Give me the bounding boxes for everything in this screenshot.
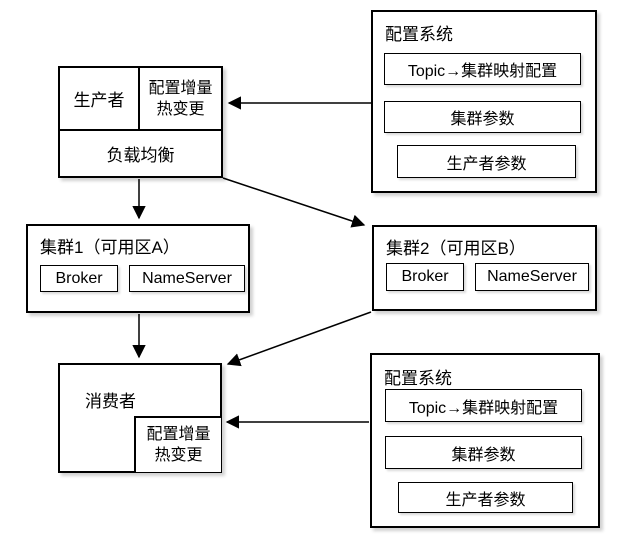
consumer-box: 消费者 配置增量 热变更 xyxy=(58,363,222,473)
consumer-hot-change: 配置增量 热变更 xyxy=(134,416,221,472)
cluster1-title: 集群1（可用区A） xyxy=(40,238,180,257)
producer-top-row: 生产者 配置增量 热变更 xyxy=(60,68,221,129)
arrow-producer-to-cluster2 xyxy=(222,177,366,228)
config-system-bottom-title: 配置系统 xyxy=(384,369,452,388)
config-system-top-box: 配置系统 Topic→集群映射配置 集群参数 生产者参数 xyxy=(371,10,597,193)
cluster1-broker: Broker xyxy=(40,265,118,292)
producer-label: 生产者 xyxy=(60,68,140,129)
cluster1-nameserver: NameServer xyxy=(129,265,245,292)
cluster2-box: 集群2（可用区B） Broker NameServer xyxy=(372,225,597,311)
consumer-label: 消费者 xyxy=(85,392,136,411)
cluster2-title: 集群2（可用区B） xyxy=(386,239,526,258)
consumer-hot-change-line1: 配置增量 xyxy=(146,426,211,443)
cluster-params-top: 集群参数 xyxy=(384,101,581,133)
config-system-top-title: 配置系统 xyxy=(385,25,453,44)
producer-hot-change: 配置增量 热变更 xyxy=(140,68,221,129)
cluster1-box: 集群1（可用区A） Broker NameServer xyxy=(26,224,250,313)
arrow-cluster2-to-consumer xyxy=(226,311,372,367)
topic-mapping-config-top: Topic→集群映射配置 xyxy=(384,53,581,85)
producer-params-top: 生产者参数 xyxy=(397,145,576,178)
cluster2-nameserver: NameServer xyxy=(475,263,589,291)
producer-hot-change-line2: 热变更 xyxy=(156,100,205,118)
topic-mapping-config-bottom: Topic→集群映射配置 xyxy=(385,389,582,422)
producer-box: 生产者 配置增量 热变更 负载均衡 xyxy=(58,66,223,178)
load-balance-label: 负载均衡 xyxy=(60,129,221,176)
producer-hot-change-line1: 配置增量 xyxy=(148,79,213,97)
consumer-hot-change-line2: 热变更 xyxy=(154,447,203,464)
producer-params-bottom: 生产者参数 xyxy=(398,482,573,513)
cluster-params-bottom: 集群参数 xyxy=(385,436,582,469)
cluster2-broker: Broker xyxy=(386,263,464,291)
config-system-bottom-box: 配置系统 Topic→集群映射配置 集群参数 生产者参数 xyxy=(370,353,600,528)
